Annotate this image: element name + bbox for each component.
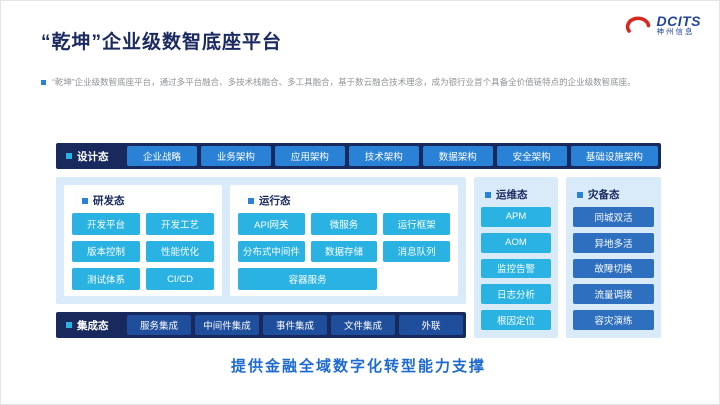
dev-state-header: 研发态 [72,191,214,208]
dr-state-item: 同城双活 [573,207,654,227]
dcits-logo: DCITS 神州信息 [622,12,702,38]
ops-state-item: 根因定位 [481,310,551,330]
integration-state-item: 事件集成 [263,315,327,335]
ops-state-item: 监控告警 [481,258,551,279]
design-state-item: 企业战略 [127,146,197,166]
dev-state-item: 开发平台 [72,213,140,235]
run-state-item: 容器服务 [238,268,378,290]
ops-state-item: 日志分析 [481,284,551,305]
logo-brand-text: DCITS [656,12,701,29]
intro-text: “乾坤”企业级数智底座平台，通过多平台融合、多技术栈融合、多工具融合，基于数云融… [52,77,636,87]
run-state-item: 微服务 [310,213,378,235]
integration-state-item: 文件集成 [331,315,395,335]
ops-state-item: APM [481,207,551,227]
design-state-item: 基础设施架构 [570,146,659,166]
design-state-row: 设计态 企业战略业务架构应用架构技术架构数据架构安全架构基础设施架构 [56,143,661,169]
design-state-item: 应用架构 [274,146,345,166]
run-state-header: 运行态 [238,191,450,208]
dr-state-label-text: 灾备态 [588,189,620,201]
dr-state-item: 故障切换 [573,258,654,279]
dev-state-item: 测试体系 [72,268,140,290]
dr-state-item: 容灾演练 [573,310,654,330]
run-state-item: 分布式中间件 [238,240,305,263]
dcits-swoosh-icon [625,16,650,33]
label-square-icon [485,191,491,198]
dev-state-panel: 研发态 开发平台开发工艺版本控制性能优化测试体系 CI/CD [64,185,222,296]
run-state-item: 运行框架 [383,213,450,235]
footer-slogan: 提供金融全域数字化转型能力支撑 [230,358,486,375]
ops-state-panel: 运维态 APM AOM 监控告警日志分析根因定位 [474,177,558,338]
label-square-icon [82,197,88,204]
dr-state-panel: 灾备态 同城双活异地多活故障切换流量调拨容灾演练 [566,177,661,338]
logo-company-text: 神州信息 [656,27,695,37]
run-state-item: API网关 [238,213,305,235]
integration-state-item: 中间件集成 [195,315,259,335]
architecture-diagram: 设计态 企业战略业务架构应用架构技术架构数据架构安全架构基础设施架构 研发态 开… [56,143,661,338]
run-state-label-text: 运行态 [259,195,291,207]
page-title: “乾坤”企业级数智底座平台 [41,32,283,53]
design-state-item: 业务架构 [200,146,271,166]
ops-state-label-text: 运维态 [496,189,528,201]
dev-state-item: 版本控制 [72,240,140,263]
design-state-item: 数据架构 [422,146,493,166]
dev-run-panel: 研发态 开发平台开发工艺版本控制性能优化测试体系 CI/CD 运行态 API网关微… [56,177,466,304]
dev-state-item: CI/CD [146,268,214,290]
integration-state-item: 外联 [399,315,463,335]
intro-line: “乾坤”企业级数智底座平台，通过多平台融合、多技术栈融合、多工具融合，基于数云融… [41,77,686,89]
label-square-icon [66,322,72,328]
design-state-item: 安全架构 [496,146,567,166]
label-square-icon [66,153,72,159]
run-state-item: 数据存储 [310,240,378,263]
dev-state-item: 性能优化 [146,240,214,263]
design-state-buttons: 企业战略业务架构应用架构技术架构数据架构安全架构基础设施架构 [127,146,659,166]
integration-state-buttons: 服务集成中间件集成事件集成文件集成外联 [127,315,463,335]
dev-state-buttons: 开发平台开发工艺版本控制性能优化测试体系 CI/CD [72,213,214,290]
label-square-icon [577,191,583,198]
design-state-label-text: 设计态 [77,150,109,163]
run-state-panel: 运行态 API网关微服务运行框架分布式中间件数据存储消息队列容器服务 [230,185,458,296]
dr-state-header: 灾备态 [573,185,654,202]
integration-state-label: 集成态 [59,315,123,335]
run-state-item: 消息队列 [383,240,450,263]
integration-state-label-text: 集成态 [77,319,109,332]
bullet-square-icon [41,80,46,85]
dr-state-item: 流量调拨 [573,284,654,305]
design-state-label: 设计态 [59,146,123,166]
integration-state-row: 集成态 服务集成中间件集成事件集成文件集成外联 [56,312,466,338]
dr-state-item: 异地多活 [573,232,654,253]
dev-state-item: 开发工艺 [146,213,214,235]
run-state-buttons: API网关微服务运行框架分布式中间件数据存储消息队列容器服务 [238,213,450,290]
dr-state-buttons: 同城双活异地多活故障切换流量调拨容灾演练 [573,207,654,330]
label-square-icon [248,197,254,204]
integration-state-item: 服务集成 [127,315,191,335]
dev-state-label-text: 研发态 [93,195,125,207]
ops-state-item: AOM [481,232,551,253]
ops-state-header: 运维态 [481,185,551,202]
design-state-item: 技术架构 [348,146,419,166]
ops-state-buttons: APM AOM 监控告警日志分析根因定位 [481,207,551,330]
